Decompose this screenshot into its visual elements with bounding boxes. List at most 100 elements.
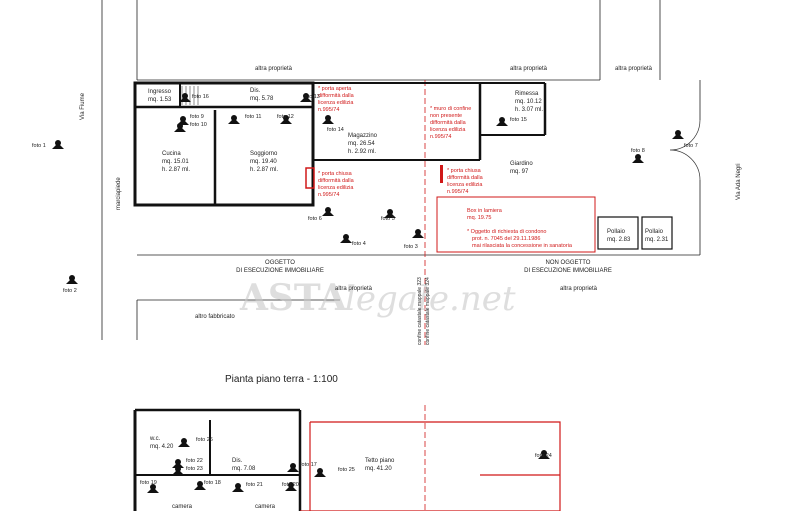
note-condono-0: * Oggetto di richiesta di condono xyxy=(467,229,547,235)
note-porta-aperta-3: n.995/74 xyxy=(318,107,339,113)
pollaio-1 xyxy=(597,216,639,250)
photo-label: foto 21 xyxy=(246,482,263,488)
upper-camera1: camera xyxy=(172,504,193,510)
upper-wc-name: w.c. xyxy=(149,436,161,442)
photo-marker-icon xyxy=(314,468,326,477)
photo-label: foto 25 xyxy=(338,467,355,473)
photo-marker-icon xyxy=(287,463,299,472)
note-chiusa1-3: n.995/74 xyxy=(318,192,339,198)
neighbor-top-left: altra proprietà xyxy=(255,66,293,72)
room-ingresso-name: Ingresso xyxy=(148,89,172,95)
street-via-ada-negri: Via Ada Negri xyxy=(736,163,742,200)
room-ingresso-area: mq. 1.53 xyxy=(148,97,172,103)
photo-label: foto 15 xyxy=(510,117,527,123)
note-muro-3: licenza edilizia xyxy=(430,127,466,133)
note-condono-2: mai rilasciata la concessione in sanator… xyxy=(472,243,573,249)
photo-label: foto 24 xyxy=(535,453,552,459)
room-dis-name: Dis. xyxy=(250,88,261,94)
photo-marker-icon xyxy=(52,140,64,149)
note-porta-aperta-2: licenza edilizia xyxy=(318,100,354,106)
room-soggiorno-name: Soggiorno xyxy=(250,151,278,157)
room-giardino-area: mq. 97 xyxy=(510,169,529,175)
neighbor-top-right: altra proprietà xyxy=(615,66,653,72)
note-box-1: mq. 19.75 xyxy=(467,215,491,221)
photo-marker-icon xyxy=(174,123,186,132)
photo-label: foto 11 xyxy=(245,114,261,120)
photo-label: foto 22 xyxy=(186,458,203,464)
photo-label: foto 9 xyxy=(190,114,204,120)
photo-label: foto 20 xyxy=(282,482,299,488)
neighbor-bottom-left: altro fabbricato xyxy=(195,314,235,320)
confine-label-2: confine catastale mappale 324 xyxy=(425,277,431,345)
photo-marker-icon xyxy=(384,209,396,218)
note-porta-aperta-1: difformità dalla xyxy=(318,93,355,99)
street-marciapiede: marciapiede xyxy=(116,177,122,210)
note-muro-2: difformità dalla xyxy=(430,120,467,126)
note-chiusa2-1: difformità dalla xyxy=(447,175,484,181)
photo-label: foto 6 xyxy=(308,216,322,222)
room-soggiorno-height: h. 2.87 ml. xyxy=(250,167,278,173)
room-pollaio1-name: Pollaio xyxy=(607,229,626,235)
photo-marker-icon xyxy=(280,115,292,124)
photo-marker-icon xyxy=(672,130,684,139)
plan-title: Pianta piano terra - 1:100 xyxy=(225,374,338,385)
photo-label: foto 4 xyxy=(352,241,366,247)
photo-label: foto 12 xyxy=(277,114,294,120)
photo-label: foto 3 xyxy=(404,244,418,250)
room-cucina-name: Cucina xyxy=(162,151,181,157)
photo-label: foto 18 xyxy=(204,480,221,486)
porta-chiusa-mark xyxy=(305,167,315,189)
watermark-part2: legale.net xyxy=(345,279,516,319)
watermark-part1: ASTA xyxy=(239,277,348,319)
neighbor-top-mid: altra proprietà xyxy=(510,66,548,72)
photo-marker-icon xyxy=(300,93,312,102)
note-chiusa1-2: licenza edilizia xyxy=(318,185,354,191)
note-chiusa2-0: * porta chiusa xyxy=(447,168,482,174)
upper-tetto-name: Tetto piano xyxy=(365,458,395,464)
photo-label: foto 14 xyxy=(327,127,344,133)
non-oggetto-line-0: NON OGGETTO xyxy=(546,260,591,266)
room-pollaio1-area: mq. 2.83 xyxy=(607,237,631,243)
neighbor-bottom-mid: altra proprietà xyxy=(335,286,373,292)
room-cucina-area: mq. 15.01 xyxy=(162,159,189,165)
photo-label: foto 1 xyxy=(32,143,46,149)
photo-label: foto 17 xyxy=(300,462,317,468)
photo-marker-icon xyxy=(147,484,159,493)
oggetto-line-0: OGGETTO xyxy=(265,260,295,266)
upper-dis-area: mq. 7.08 xyxy=(232,466,256,472)
room-pollaio2-name: Pollaio xyxy=(645,229,664,235)
room-rimessa-area: mq. 10.12 xyxy=(515,99,542,105)
photo-label: foto 10 xyxy=(190,122,207,128)
photo-label: foto 26 xyxy=(196,437,213,443)
upper-camera2: camera xyxy=(255,504,276,510)
photo-marker-icon xyxy=(194,481,206,490)
photo-marker-icon xyxy=(340,234,352,243)
confine-label-1: confine catastale mappale 323 xyxy=(417,277,423,345)
photo-label: foto 13 xyxy=(303,94,320,100)
photo-marker-icon xyxy=(179,93,191,102)
boundary-lines xyxy=(101,0,701,340)
gate-arcs xyxy=(669,119,701,181)
room-rimessa-name: Rimessa xyxy=(515,91,539,97)
photo-marker-icon xyxy=(412,229,424,238)
photo-label: foto 23 xyxy=(186,466,203,472)
photo-label: foto 7 xyxy=(684,143,698,149)
photo-marker-icon xyxy=(232,483,244,492)
note-chiusa1-1: difformità dalla xyxy=(318,178,355,184)
photo-label: foto 8 xyxy=(631,148,645,154)
photo-marker-icon xyxy=(322,115,334,124)
photo-marker-icon xyxy=(538,450,550,459)
room-soggiorno-area: mq. 19.40 xyxy=(250,159,277,165)
photo-label: foto 19 xyxy=(140,480,157,486)
photo-marker-icon xyxy=(322,207,334,216)
photo-marker-icon xyxy=(285,482,297,491)
note-muro-0: * muro di confine xyxy=(430,106,471,112)
room-magazzino-area: mq. 26.54 xyxy=(348,141,375,147)
room-dis-area: mq. 5.78 xyxy=(250,96,274,102)
photo-marker-icon xyxy=(228,115,240,124)
photo-label: foto 16 xyxy=(192,94,209,100)
photo-marker-icon xyxy=(632,154,644,163)
note-muro-4: n.995/74 xyxy=(430,134,451,140)
